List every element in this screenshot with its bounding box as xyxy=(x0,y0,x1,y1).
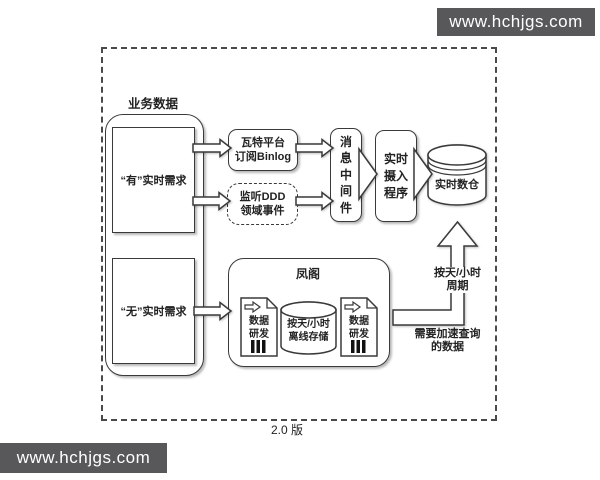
data-dev-document-left: 数据 研发 xyxy=(240,297,278,357)
bar-chart-glyph xyxy=(251,340,255,353)
period-label: 按天/小时 周期 xyxy=(425,267,490,293)
no-realtime-need-box: “无”实时需求 xyxy=(112,258,195,364)
fengge-title: 凤阁 xyxy=(295,267,320,281)
watt-platform-binlog-box: 瓦特平台 订阅Binlog xyxy=(228,129,298,171)
database-icon xyxy=(427,144,487,206)
realtime-dw-cylinder: 实时数仓 xyxy=(427,143,487,207)
document-icon xyxy=(340,297,378,357)
data-dev-label-left: 数据 研发 xyxy=(249,316,269,340)
offline-storage-cylinder: 按天/小时 离线存储 xyxy=(280,301,337,355)
watermark-bottom: www.hchjgs.com xyxy=(0,443,167,473)
has-realtime-need-box: “有”实时需求 xyxy=(112,127,195,233)
database-icon xyxy=(280,301,337,355)
version-label: 2.0 版 xyxy=(270,423,304,437)
ddd-domain-event-box: 监听DDD 领域事件 xyxy=(227,183,298,225)
realtime-ingest-program-box: 实时 摄入 程序 xyxy=(375,130,417,222)
watermark-top: www.hchjgs.com xyxy=(437,8,595,36)
business-data-label: 业务数据 xyxy=(127,97,178,111)
diagram-dashed-border xyxy=(101,47,497,421)
data-dev-document-right: 数据 研发 xyxy=(340,297,378,357)
accelerate-query-label: 需要加速查询 的数据 xyxy=(414,328,481,353)
document-icon xyxy=(240,297,278,357)
message-middleware-box: 消 息 中 间 件 xyxy=(330,128,362,222)
data-dev-label-right: 数据 研发 xyxy=(349,316,369,340)
offline-storage-label: 按天/小时 离线存储 xyxy=(287,319,330,343)
realtime-dw-label: 实时数仓 xyxy=(435,179,479,191)
